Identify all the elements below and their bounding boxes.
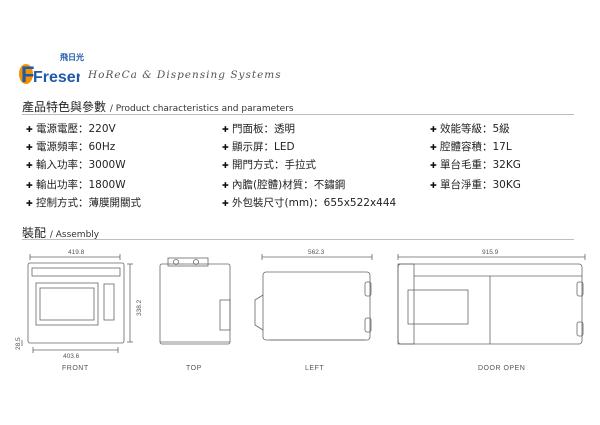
characteristics-title-cn: 產品特色與參數 (22, 100, 107, 114)
door-open-view-drawing (397, 254, 586, 345)
front-view-drawing (21, 254, 133, 353)
spec-item: ✚顯示屏：LED (222, 139, 295, 154)
bullet-icon: ✚ (222, 125, 229, 134)
spec-item: ✚電源頻率：60Hz (26, 139, 115, 154)
spec-item: ✚腔體容積：17L (430, 139, 512, 154)
bullet-icon: ✚ (430, 181, 437, 190)
spec-item: ✚單台淨重：30KG (430, 177, 521, 192)
spec-item: ✚內膽(腔體)材質：不鏽鋼 (222, 177, 345, 192)
left-depth-dim: 562.3 (308, 249, 325, 256)
spec-text: 內膽(腔體)材質：不鏽鋼 (232, 179, 346, 191)
spec-item: ✚開門方式：手拉式 (222, 157, 316, 172)
spec-text: 外包裝尺寸(mm)：655x522x444 (232, 197, 397, 209)
view-label-top: TOP (186, 365, 202, 372)
spec-text: 效能等級：5級 (440, 123, 510, 135)
bullet-icon: ✚ (222, 181, 229, 190)
bullet-icon: ✚ (26, 181, 33, 190)
front-foot-dim: 28.5 (15, 337, 22, 350)
left-view-drawing (254, 254, 373, 341)
spec-text: 門面板：透明 (232, 123, 295, 135)
front-width-top-dim: 419.8 (68, 249, 85, 256)
spec-item: ✚控制方式：薄膜開關式 (26, 195, 141, 210)
spec-text: 腔體容積：17L (440, 141, 512, 153)
spec-item: ✚輸入功率：3000W (26, 157, 126, 172)
spec-item: ✚外包裝尺寸(mm)：655x522x444 (222, 195, 396, 210)
characteristics-title-en: / Product characteristics and parameters (109, 104, 294, 114)
assembly-title-en: / Assembly (49, 230, 100, 240)
logo-chinese-name: 飛日光 (60, 53, 84, 62)
bullet-icon: ✚ (430, 125, 437, 134)
spec-text: 電源頻率：60Hz (36, 141, 116, 153)
view-label-left: LEFT (305, 365, 324, 372)
assembly-title-cn: 裝配 (22, 226, 47, 240)
freser-logo: F Freser (19, 62, 80, 87)
logo-wordmark: Freser (33, 69, 80, 86)
spec-item: ✚輸出功率：1800W (26, 177, 126, 192)
top-view-drawing (159, 257, 231, 345)
spec-text: 單台淨重：30KG (440, 179, 521, 191)
brand-tagline: HoReCa & Dispensing Systems (88, 69, 282, 81)
spec-text: 開門方式：手拉式 (232, 159, 316, 171)
spec-item: ✚電源電壓：220V (26, 121, 116, 136)
spec-text: 控制方式：薄膜開關式 (36, 197, 141, 209)
spec-item: ✚單台毛重：32KG (430, 157, 521, 172)
bullet-icon: ✚ (26, 125, 33, 134)
spec-text: 單台毛重：32KG (440, 159, 521, 171)
assembly-title: 裝配 / Assembly (22, 224, 99, 241)
characteristics-title: 產品特色與參數 / Product characteristics and pa… (22, 98, 294, 115)
bullet-icon: ✚ (430, 161, 437, 170)
bullet-icon: ✚ (26, 161, 33, 170)
spec-item: ✚效能等級：5級 (430, 121, 510, 136)
spec-text: 輸入功率：3000W (36, 159, 126, 171)
section-divider (22, 114, 574, 115)
bullet-icon: ✚ (222, 143, 229, 152)
door-open-depth-dim: 915.9 (482, 249, 499, 256)
section-divider (22, 239, 574, 240)
front-width-bottom-dim: 403.6 (63, 353, 80, 360)
bullet-icon: ✚ (222, 161, 229, 170)
view-label-front: FRONT (62, 365, 89, 372)
spec-text: 輸出功率：1800W (36, 179, 126, 191)
bullet-icon: ✚ (26, 199, 33, 208)
spec-text: 電源電壓：220V (36, 123, 116, 135)
bullet-icon: ✚ (26, 143, 33, 152)
spec-text: 顯示屏：LED (232, 141, 295, 153)
view-label-door-open: DOOR OPEN (478, 365, 525, 372)
svg-text:F: F (21, 62, 34, 87)
bullet-icon: ✚ (222, 199, 229, 208)
front-height-dim: 338.2 (136, 299, 143, 316)
spec-item: ✚門面板：透明 (222, 121, 295, 136)
bullet-icon: ✚ (430, 143, 437, 152)
